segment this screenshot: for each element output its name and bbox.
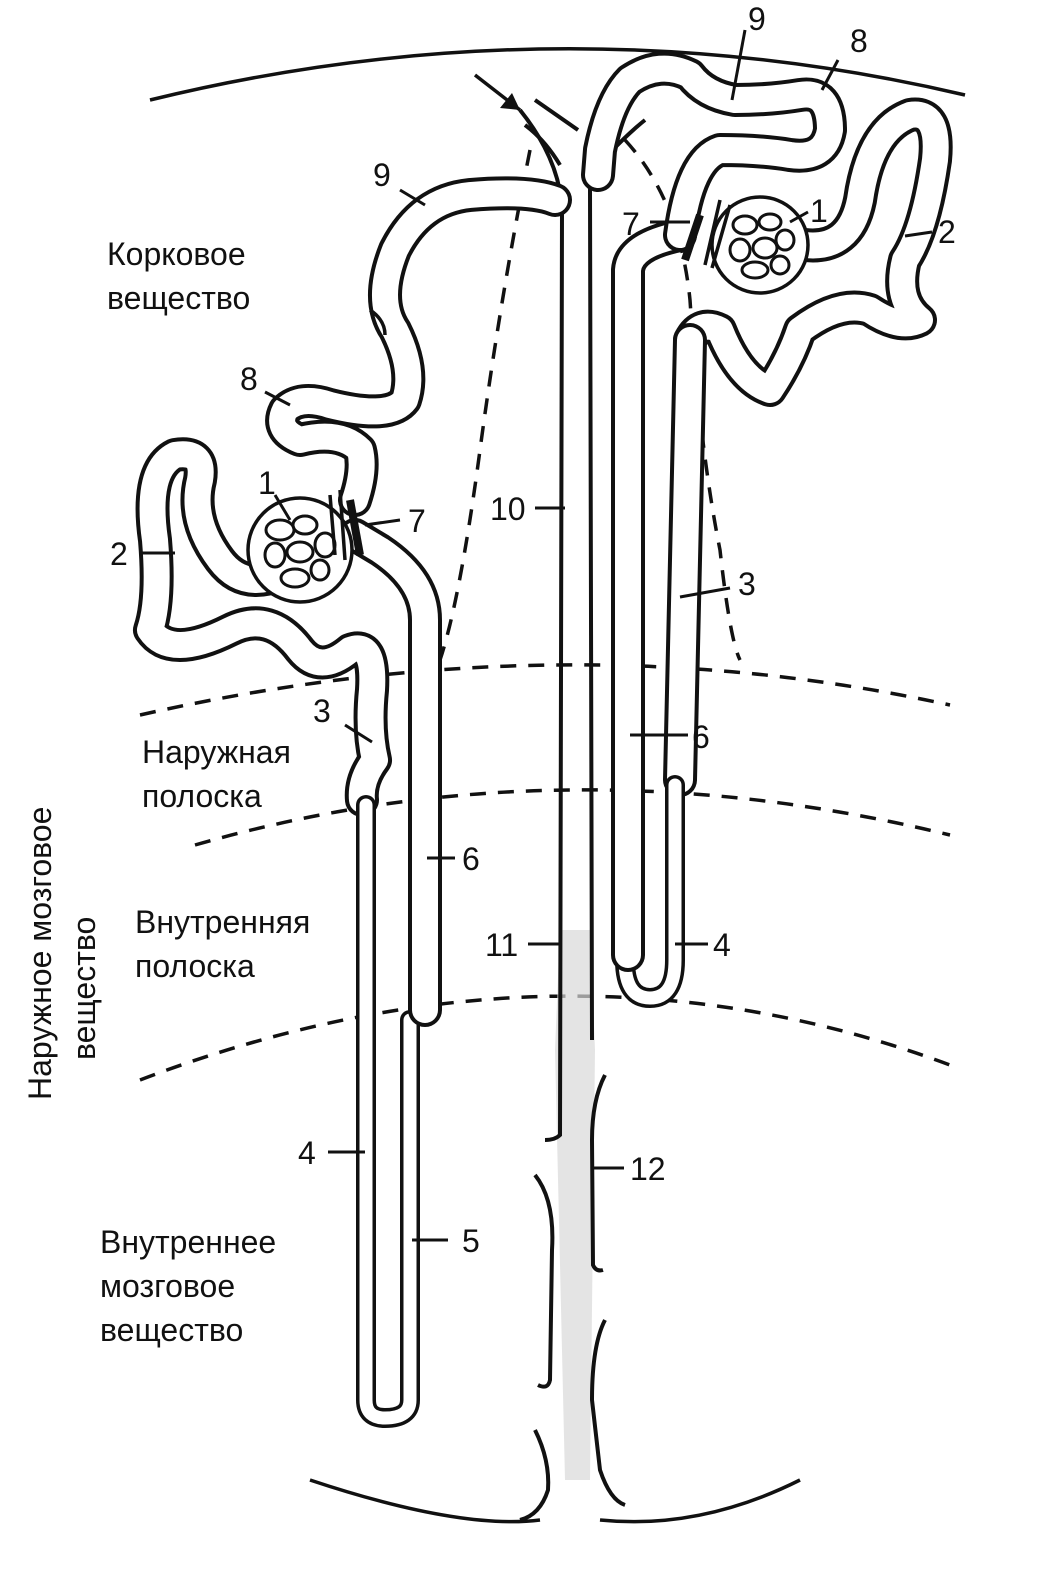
label-4-left: 4 — [298, 1135, 316, 1171]
medullary-ray-left — [438, 149, 532, 661]
papilla-bottom-arc-right — [599, 1478, 801, 1524]
papillary-duct-right-2 — [589, 1319, 626, 1507]
region-outer-medulla-vertical: Наружное мозговое вещество — [18, 807, 106, 1100]
label-3-right: 3 — [738, 566, 756, 602]
region-inner-medulla-line3: вещество — [100, 1312, 244, 1348]
cortical-nephron — [581, 51, 953, 1008]
papillary-duct-left-2 — [519, 1429, 551, 1522]
afferent-arteriole-right — [703, 199, 732, 269]
cortex-medulla-boundary — [139, 663, 951, 717]
region-outer-stripe-line1: Наружная — [142, 734, 291, 770]
label-8-left: 8 — [240, 361, 258, 397]
papillary-duct-right-1 — [589, 1074, 607, 1273]
label-3-left: 3 — [313, 693, 331, 729]
label-10: 10 — [490, 491, 526, 527]
label-2-right: 2 — [938, 214, 956, 250]
region-inner-medulla: Внутреннее мозговое вещество — [100, 1220, 276, 1352]
collecting-duct-shading — [555, 930, 595, 1480]
thin-limb-right-inner — [618, 778, 682, 1005]
label-5: 5 — [462, 1223, 480, 1259]
label-9-left: 9 — [373, 157, 391, 193]
region-outer-medulla-line2: вещество — [66, 916, 102, 1060]
capsule-top-arc — [149, 46, 966, 102]
papillary-duct-left-1 — [533, 1173, 555, 1389]
label-2-left: 2 — [110, 536, 128, 572]
thin-limb-left-inner — [359, 798, 417, 1425]
distal-convoluted-right-inner — [585, 55, 843, 248]
region-inner-medulla-line1: Внутреннее — [100, 1224, 277, 1260]
proximal-convoluted-right-inner — [677, 101, 949, 403]
label-8-right: 8 — [850, 23, 868, 59]
region-cortex-line1: Корковое — [107, 236, 246, 272]
region-inner-stripe: Внутренняя полоска — [135, 900, 310, 988]
region-outer-medulla-line1: Наружное мозговое — [22, 806, 58, 1100]
region-outer-stripe: Наружная полоска — [142, 730, 291, 818]
label-1-right: 1 — [810, 193, 828, 229]
number-labels: 1 2 3 4 5 6 7 8 9 10 11 12 1 2 3 4 6 — [110, 1, 956, 1259]
outer-inner-medulla-boundary — [139, 994, 951, 1082]
cortical-collecting-branch-left — [523, 123, 562, 167]
region-inner-stripe-line2: полоска — [135, 948, 255, 984]
macula-densa-left — [346, 499, 364, 556]
label-11: 11 — [485, 927, 518, 963]
straight-descending-right-inner — [667, 327, 703, 793]
label-6-left: 6 — [462, 841, 480, 877]
afferent-arteriole-left — [328, 489, 347, 561]
entry-arrowhead — [500, 93, 520, 110]
region-inner-stripe-line1: Внутренняя — [135, 904, 311, 940]
label-4-right: 4 — [713, 927, 731, 963]
macula-densa-right — [681, 213, 704, 262]
distal-end-left — [368, 308, 387, 336]
label-12: 12 — [630, 1151, 666, 1187]
connecting-tubule-top — [533, 98, 580, 132]
glomerulus-left-loops — [263, 514, 337, 589]
papilla-bottom-arc-left — [309, 1478, 541, 1524]
juxtamedullary-nephron — [133, 176, 572, 1428]
label-7-right: 7 — [622, 206, 640, 242]
region-cortex: Корковое вещество — [107, 232, 250, 320]
outer-inner-stripe-boundary — [194, 788, 951, 847]
thick-ascending-left-inner — [342, 522, 438, 1023]
label-7-left: 7 — [408, 503, 426, 539]
region-outer-stripe-line2: полоска — [142, 778, 262, 814]
collecting-duct-left-wall — [518, 108, 565, 1142]
region-inner-medulla-line2: мозговое — [100, 1268, 236, 1304]
region-cortex-line2: вещество — [107, 280, 251, 316]
label-1-left: 1 — [258, 465, 276, 501]
glomerulus-right-loops — [728, 212, 796, 280]
label-9-right: 9 — [748, 1, 766, 37]
label-6-right: 6 — [692, 719, 710, 755]
thin-limb-left-outer — [356, 795, 420, 1428]
proximal-convoluted-left-inner — [137, 441, 388, 813]
distal-convoluted-left-inner — [269, 180, 568, 513]
